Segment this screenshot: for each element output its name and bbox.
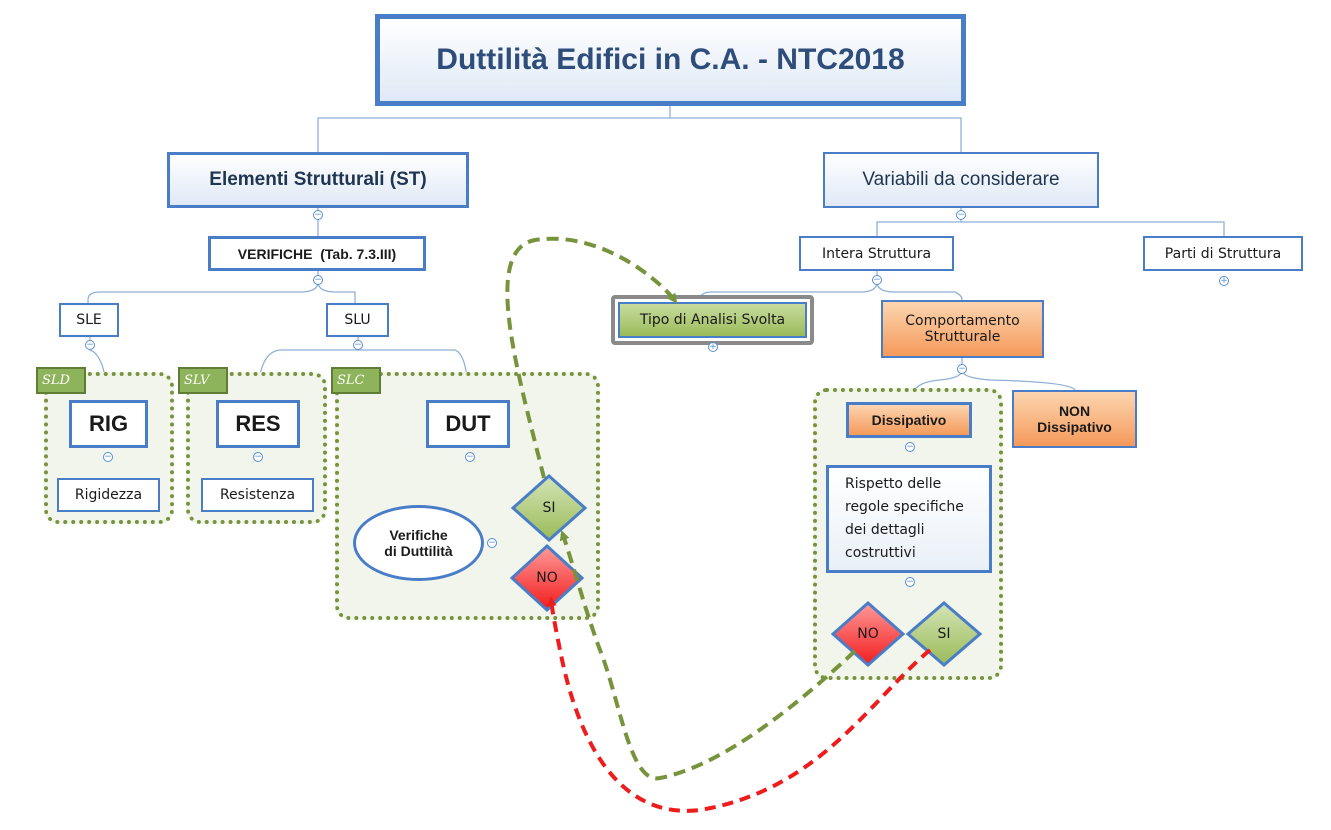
collapse-icon[interactable]: − [85,340,95,350]
node-non-dissipativo[interactable]: NON Dissipativo [1012,390,1137,448]
node-rigidezza[interactable]: Rigidezza [57,478,160,512]
collapse-icon[interactable]: − [905,577,915,587]
diamond-no-right[interactable] [830,600,906,668]
collapse-icon[interactable]: − [313,275,323,285]
tipo-analisi-inner: Tipo di Analisi Svolta [618,302,807,338]
node-dissipativo[interactable]: Dissipativo [846,402,972,438]
label-variabili: Variabili da considerare [862,169,1060,190]
node-res[interactable]: RES [216,400,300,448]
collapse-icon[interactable]: − [487,538,497,548]
diamond-si-right[interactable] [905,601,983,667]
label-rispetto-2: regole specifiche [845,499,964,515]
label-parti-struttura: Parti di Struttura [1164,245,1282,262]
collapse-icon[interactable]: − [956,210,966,220]
node-resistenza[interactable]: Resistenza [201,478,314,512]
node-verifiche-duttilita[interactable]: Verifiche di Duttilità [353,505,484,581]
label-slu: SLU [344,312,371,328]
node-variabili[interactable]: Variabili da considerare [823,152,1099,208]
node-tipo-analisi[interactable]: Tipo di Analisi Svolta [611,295,814,345]
label-verifiche-duttilita-2: di Duttilità [384,543,453,559]
label-comportamento-1: Comportamento [905,313,1020,329]
label-resistenza: Resistenza [219,487,296,503]
node-rig[interactable]: RIG [69,400,148,448]
title-node[interactable]: Duttilità Edifici in C.A. - NTC2018 [375,14,966,106]
node-dut[interactable]: DUT [426,400,510,448]
label-rispetto-3: dei dettagli [845,522,925,538]
arrow-dissipativo-si-to-no [546,596,932,813]
label-dissipativo: Dissipativo [871,412,947,428]
label-si-left: SI [542,500,556,516]
tag-slc: SLC [331,367,381,394]
label-rigidezza: Rigidezza [74,487,143,503]
collapse-icon[interactable]: − [957,364,967,374]
label-dut: DUT [445,411,491,436]
label-sle: SLE [76,312,102,328]
page-title: Duttilità Edifici in C.A. - NTC2018 [436,43,905,76]
label-verifiche: VERIFICHE (Tab. 7.3.III) [237,245,397,262]
expand-icon[interactable]: + [1219,276,1229,286]
label-intera-struttura: Intera Struttura [821,245,932,262]
label-rispetto-1: Rispetto delle [845,476,942,492]
label-si-right: SI [937,626,951,642]
arrow-si-to-tipo-analisi [505,236,678,479]
node-verifiche[interactable]: VERIFICHE (Tab. 7.3.III) [208,236,426,271]
tag-sld: SLD [36,367,86,394]
collapse-icon[interactable]: − [313,210,323,220]
diamond-si-left[interactable] [510,473,588,543]
collapse-icon[interactable]: − [905,442,915,452]
collapse-icon[interactable]: − [253,452,263,462]
label-res: RES [235,411,281,436]
arrow-dissipativo-no-to-si [559,530,857,781]
label-no-left: NO [536,570,558,586]
label-elementi-strutturali: Elementi Strutturali (ST) [209,169,427,190]
label-tipo-analisi: Tipo di Analisi Svolta [639,312,786,328]
collapse-icon[interactable]: − [103,452,113,462]
collapse-icon[interactable]: − [872,275,882,285]
expand-icon[interactable]: + [708,342,718,352]
diamond-no-left[interactable] [509,543,585,613]
collapse-icon[interactable]: − [465,452,475,462]
label-verifiche-duttilita-1: Verifiche [389,527,448,543]
node-slu[interactable]: SLU [326,303,389,337]
node-elementi-strutturali[interactable]: Elementi Strutturali (ST) [167,152,469,208]
node-intera-struttura[interactable]: Intera Struttura [799,236,954,271]
label-comportamento-2: Strutturale [924,329,1001,345]
collapse-icon[interactable]: − [353,340,363,350]
label-rispetto-4: costruttivi [845,545,916,561]
label-no-right: NO [857,626,879,642]
label-non-dissipativo-1: NON [1058,403,1091,419]
label-non-dissipativo-2: Dissipativo [1037,419,1112,435]
label-rig: RIG [88,411,129,436]
tag-slv: SLV [178,367,228,394]
node-rispetto-regole[interactable]: Rispetto delle regole specifiche dei det… [826,465,992,573]
node-comportamento[interactable]: Comportamento Strutturale [881,300,1044,358]
node-sle[interactable]: SLE [59,303,119,337]
node-parti-struttura[interactable]: Parti di Struttura [1143,236,1303,271]
